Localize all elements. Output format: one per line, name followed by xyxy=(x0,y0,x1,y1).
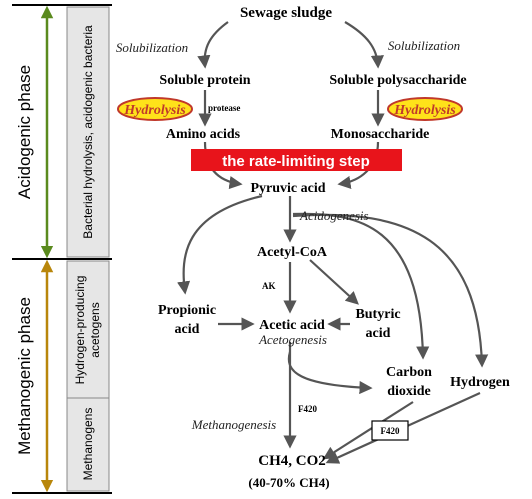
node-soluble-polysaccharide: Soluble polysaccharide xyxy=(329,73,466,88)
f420-label-b: F420 xyxy=(381,426,400,436)
phase-panel: Acidogenic phase Methanogenic phase Bact… xyxy=(12,4,112,494)
node-butyric-line2: acid xyxy=(366,326,391,341)
arrow-carbon-to-methane xyxy=(322,401,414,460)
protease-label: protease xyxy=(208,103,240,113)
node-propionic-line1: Propionic xyxy=(158,303,216,318)
f420-box xyxy=(371,420,409,441)
acidogenic-phase-label: Acidogenic phase xyxy=(15,65,34,199)
acidogenesis-label: Acidogenesis xyxy=(299,208,369,223)
node-ch4-co2: CH4, CO2 xyxy=(258,453,326,469)
arrow-sludge-to-polysaccharide xyxy=(344,21,384,69)
node-amino-acids: Amino acids xyxy=(166,127,241,142)
f420-label-a: F420 xyxy=(298,404,317,414)
acetogenesis-label: Acetogenesis xyxy=(258,332,327,347)
solubilization-right-label: Solubilization xyxy=(388,38,460,53)
node-pyruvic-acid: Pyruvic acid xyxy=(250,181,325,196)
node-acetyl-coa: Acetyl-CoA xyxy=(257,245,328,260)
solubilization-left-label: Solubilization xyxy=(116,40,188,55)
arrow-pyruvic-to-hydrogen xyxy=(292,213,489,368)
methanogenesis-label: Methanogenesis xyxy=(191,417,276,432)
flow-arrows xyxy=(177,21,489,464)
node-propionic-line2: acid xyxy=(175,322,200,337)
hydrolysis-left-label: Hydrolysis xyxy=(123,103,186,118)
hydrolysis-left-badge xyxy=(117,97,193,121)
arrow-mono-to-pyruvic xyxy=(337,141,380,189)
acetogens-box xyxy=(66,260,110,399)
node-carbon-line2: dioxide xyxy=(387,384,431,399)
arrow-sludge-to-protein xyxy=(197,21,229,69)
nodes: Sewage sludge Soluble protein Soluble po… xyxy=(158,5,510,490)
acidogenic-bacteria-label: Bacterial hydrolysis, acidogenic bacteri… xyxy=(81,25,95,239)
arrow-acetic-to-carbon xyxy=(287,351,373,395)
node-acetic-acid: Acetic acid xyxy=(259,318,325,333)
node-butyric-line1: Butyric xyxy=(355,307,400,322)
annotations: Solubilization Solubilization Hydrolysis… xyxy=(116,38,460,436)
arrow-acetylcoa-to-butyric xyxy=(309,259,359,305)
node-sewage-sludge: Sewage sludge xyxy=(240,5,332,21)
acetogens-label-line2: acetogens xyxy=(88,302,102,357)
node-hydrogen: Hydrogen xyxy=(450,375,510,390)
node-soluble-protein: Soluble protein xyxy=(159,73,250,88)
node-carbon-line1: Carbon xyxy=(386,365,432,380)
node-monosaccharide: Monosaccharide xyxy=(331,127,430,142)
methanogens-box xyxy=(66,397,110,492)
arrow-pyruvic-to-propionic xyxy=(177,194,263,295)
acidogenic-bacteria-box xyxy=(66,6,110,258)
hydrolysis-right-badge xyxy=(387,97,463,121)
hydrolysis-right-label: Hydrolysis xyxy=(393,103,456,118)
methanogenic-phase-label: Methanogenic phase xyxy=(15,297,34,455)
arrow-amino-to-pyruvic xyxy=(203,141,243,190)
rate-limiting-box xyxy=(191,149,402,171)
node-ch4-percent: (40-70% CH4) xyxy=(248,475,329,490)
methanogens-label: Methanogens xyxy=(81,408,95,481)
acetogens-label-line1: Hydrogen-producing xyxy=(73,276,87,385)
ak-label: AK xyxy=(262,281,276,291)
rate-limiting-label: the rate-limiting step xyxy=(222,153,370,170)
